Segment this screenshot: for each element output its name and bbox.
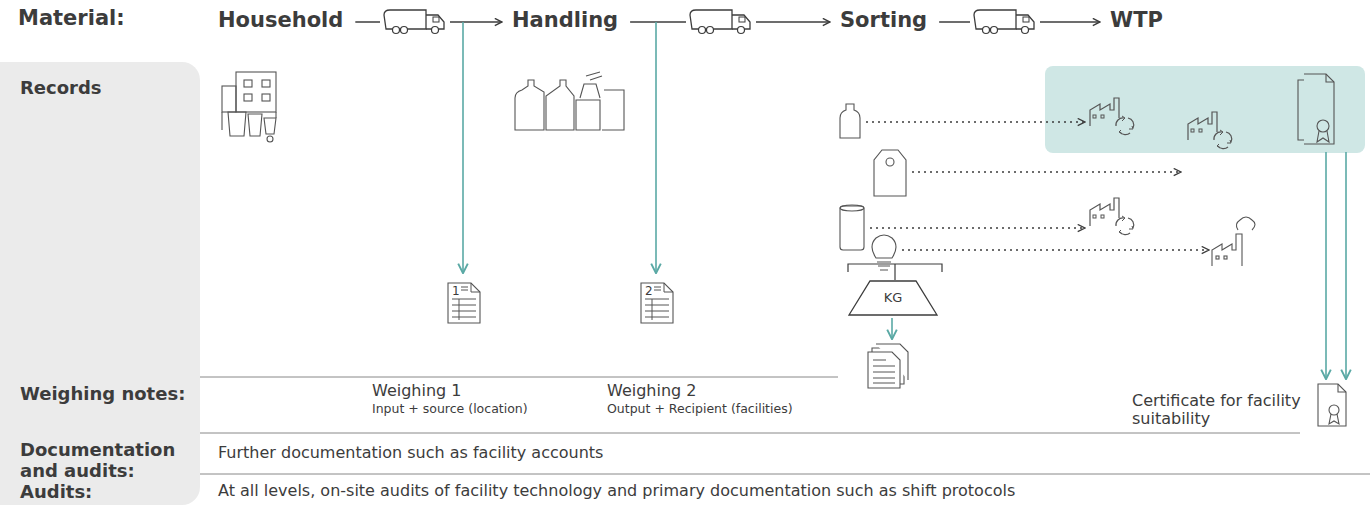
row-heading: Material: xyxy=(18,6,125,30)
row-heading: Records xyxy=(20,78,102,99)
icon-number: KG xyxy=(848,290,938,305)
stage-heading: WTP xyxy=(1108,6,1165,34)
weighing-note: 2 xyxy=(640,282,674,324)
heading-text: WTP xyxy=(1110,8,1163,32)
stage-heading: Household xyxy=(216,6,345,34)
heading-text: Sorting xyxy=(840,8,927,32)
heading-text: Handling xyxy=(512,8,618,32)
row-heading: Weighing notes: xyxy=(20,384,190,405)
note-text: Certificate for facility suitability xyxy=(1132,392,1307,429)
row-heading: Audits: xyxy=(20,482,92,503)
icon-number: 1 xyxy=(452,285,460,297)
heading-text: Household xyxy=(218,8,343,32)
stage-heading: Sorting xyxy=(838,6,929,34)
weighing-note: 1 xyxy=(447,282,481,324)
icon-number: 2 xyxy=(645,285,653,297)
note-text: At all levels, on-site audits of facilit… xyxy=(218,482,1015,500)
note-text: Further documentation such as facility a… xyxy=(218,444,603,462)
note-title: Weighing 2 xyxy=(607,382,696,400)
note-title: Weighing 1 xyxy=(372,382,461,400)
row-heading: Documentation and audits: xyxy=(20,440,195,481)
stage-heading: Handling xyxy=(510,6,620,34)
note-detail: Output + Recipient (facilities) xyxy=(607,402,793,416)
scale: KG xyxy=(848,280,938,316)
note-detail: Input + source (location) xyxy=(372,402,528,416)
